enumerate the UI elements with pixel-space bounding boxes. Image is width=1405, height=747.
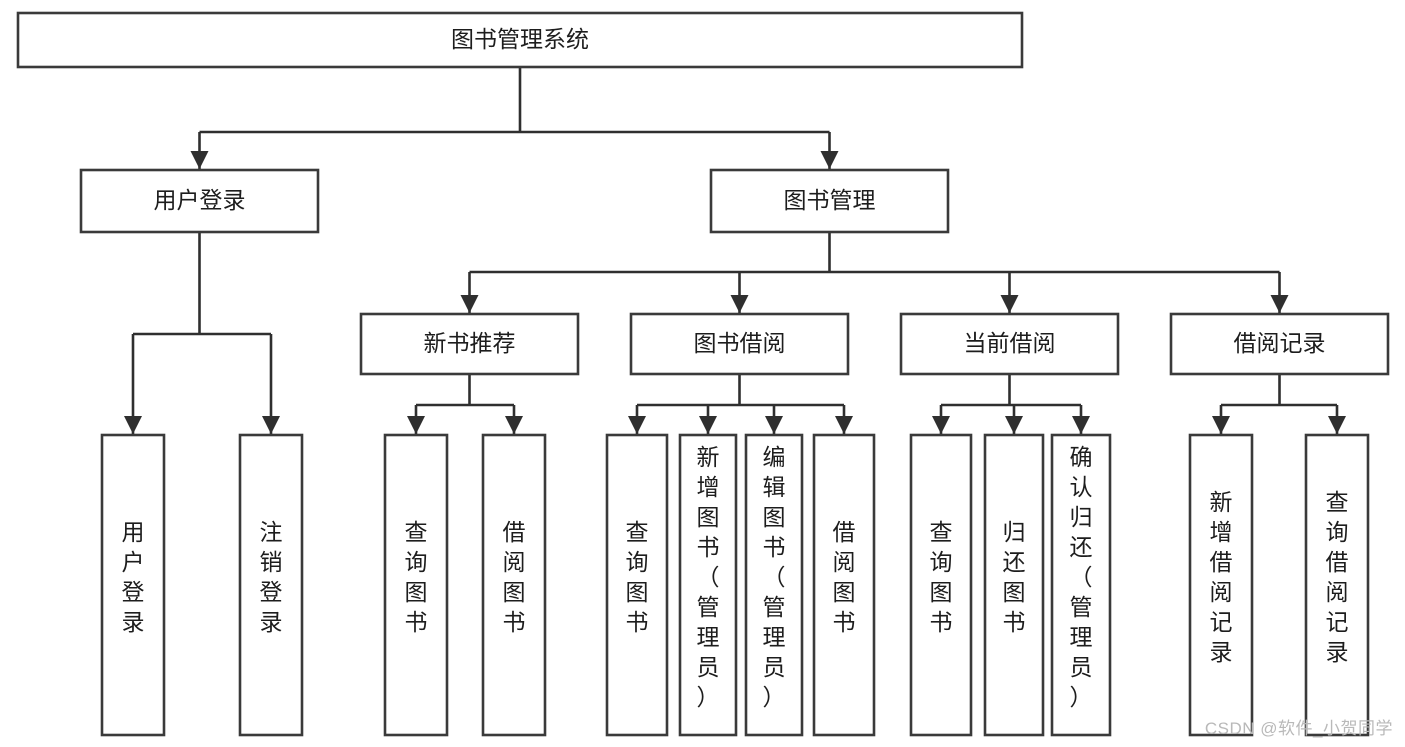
arrow-head-icon	[460, 295, 479, 313]
node-label-leaf-add-book-admin: 新增图书（管理员）	[697, 444, 720, 710]
node-root[interactable]: 图书管理系统	[16, 11, 1024, 69]
node-label-leaf-borrow-book: 借阅图书	[833, 519, 856, 635]
node-box-leaf-query-book-current	[909, 433, 973, 737]
node-box-leaf-add-borrow-record	[1188, 433, 1254, 737]
arrow-head-icon	[407, 416, 425, 434]
node-label-leaf-user-login: 用户登录	[122, 519, 145, 635]
node-leaf-user-login[interactable]: 用户登录	[100, 433, 166, 737]
node-box-current-borrow	[899, 312, 1120, 376]
connector-currentborrow-to-leaves	[932, 374, 1090, 434]
node-label-borrow-record: 借阅记录	[1234, 330, 1326, 356]
connector-borrowrecord-to-leaves	[1212, 374, 1346, 434]
node-leaf-confirm-return-admin[interactable]: 确认归还（管理员）	[1050, 433, 1112, 737]
arrow-head-icon	[699, 416, 717, 434]
node-label-leaf-query-book-rec: 查询图书	[405, 519, 428, 635]
node-box-leaf-confirm-return-admin	[1050, 433, 1112, 737]
arrow-head-icon	[1270, 295, 1289, 313]
node-box-leaf-logout	[238, 433, 304, 737]
node-box-user-login	[79, 168, 320, 234]
node-label-root: 图书管理系统	[451, 26, 589, 52]
arrow-head-icon	[835, 416, 853, 434]
connector-bookmgmt-to-level3	[460, 232, 1289, 313]
arrow-head-icon	[124, 416, 142, 434]
node-label-leaf-confirm-return-admin: 确认归还（管理员）	[1070, 444, 1093, 710]
connector-bookborrow-to-leaves	[628, 374, 853, 434]
node-user-login[interactable]: 用户登录	[79, 168, 320, 234]
node-box-leaf-query-borrow-record	[1304, 433, 1370, 737]
node-box-leaf-query-book-borrow	[605, 433, 669, 737]
node-leaf-return-book[interactable]: 归还图书	[983, 433, 1045, 737]
connector-userlogin-to-leaves	[124, 232, 280, 434]
arrow-head-icon	[932, 416, 950, 434]
node-label-book-borrow: 图书借阅	[694, 330, 786, 356]
node-box-leaf-user-login	[100, 433, 166, 737]
arrow-head-icon	[820, 151, 839, 169]
node-leaf-borrow-book-rec[interactable]: 借阅图书	[481, 433, 547, 737]
arrow-head-icon	[1212, 416, 1230, 434]
node-current-borrow[interactable]: 当前借阅	[899, 312, 1120, 376]
arrow-head-icon	[1000, 295, 1019, 313]
node-box-leaf-query-book-rec	[383, 433, 449, 737]
node-box-leaf-edit-book-admin	[744, 433, 804, 737]
arrow-head-icon	[190, 151, 209, 169]
node-new-book-recommend[interactable]: 新书推荐	[359, 312, 580, 376]
node-leaf-borrow-book[interactable]: 借阅图书	[812, 433, 876, 737]
node-box-leaf-borrow-book-rec	[481, 433, 547, 737]
connector-newbook-to-leaves	[407, 374, 523, 434]
node-label-user-login: 用户登录	[154, 187, 246, 213]
node-box-borrow-record	[1169, 312, 1390, 376]
node-box-leaf-return-book	[983, 433, 1045, 737]
node-label-leaf-edit-book-admin: 编辑图书（管理员）	[763, 444, 786, 710]
arrow-head-icon	[262, 416, 280, 434]
node-label-leaf-query-borrow-record: 查询借阅记录	[1326, 489, 1349, 665]
node-book-borrow[interactable]: 图书借阅	[629, 312, 850, 376]
node-leaf-add-book-admin[interactable]: 新增图书（管理员）	[678, 433, 738, 737]
node-layer: 图书管理系统用户登录图书管理新书推荐图书借阅当前借阅借阅记录用户登录注销登录查询…	[16, 11, 1390, 737]
arrow-head-icon	[1072, 416, 1090, 434]
node-book-management[interactable]: 图书管理	[709, 168, 950, 234]
node-label-leaf-logout: 注销登录	[260, 519, 283, 635]
node-label-leaf-return-book: 归还图书	[1003, 519, 1026, 635]
node-leaf-query-borrow-record[interactable]: 查询借阅记录	[1304, 433, 1370, 737]
node-box-leaf-borrow-book	[812, 433, 876, 737]
node-borrow-record[interactable]: 借阅记录	[1169, 312, 1390, 376]
connector-root-to-level2	[190, 67, 839, 169]
node-label-leaf-query-book-current: 查询图书	[930, 519, 953, 635]
node-box-book-management	[709, 168, 950, 234]
node-leaf-query-book-borrow[interactable]: 查询图书	[605, 433, 669, 737]
node-leaf-query-book-rec[interactable]: 查询图书	[383, 433, 449, 737]
node-label-leaf-query-book-borrow: 查询图书	[626, 519, 649, 635]
arrow-head-icon	[1328, 416, 1346, 434]
node-leaf-edit-book-admin[interactable]: 编辑图书（管理员）	[744, 433, 804, 737]
node-label-new-book-recommend: 新书推荐	[424, 330, 516, 356]
node-leaf-query-book-current[interactable]: 查询图书	[909, 433, 973, 737]
arrow-head-icon	[1005, 416, 1023, 434]
node-box-new-book-recommend	[359, 312, 580, 376]
node-label-book-management: 图书管理	[784, 187, 876, 213]
node-label-leaf-borrow-book-rec: 借阅图书	[503, 519, 526, 635]
watermark-text: CSDN @软件_小贺同学	[1204, 719, 1393, 738]
node-box-book-borrow	[629, 312, 850, 376]
node-box-root	[16, 11, 1024, 69]
arrow-head-icon	[765, 416, 783, 434]
node-leaf-logout[interactable]: 注销登录	[238, 433, 304, 737]
node-label-leaf-add-borrow-record: 新增借阅记录	[1210, 489, 1233, 665]
node-label-current-borrow: 当前借阅	[964, 330, 1056, 356]
node-box-leaf-add-book-admin	[678, 433, 738, 737]
arrow-head-icon	[730, 295, 749, 313]
arrow-head-icon	[628, 416, 646, 434]
connector-layer	[124, 67, 1346, 434]
arrow-head-icon	[505, 416, 523, 434]
node-leaf-add-borrow-record[interactable]: 新增借阅记录	[1188, 433, 1254, 737]
